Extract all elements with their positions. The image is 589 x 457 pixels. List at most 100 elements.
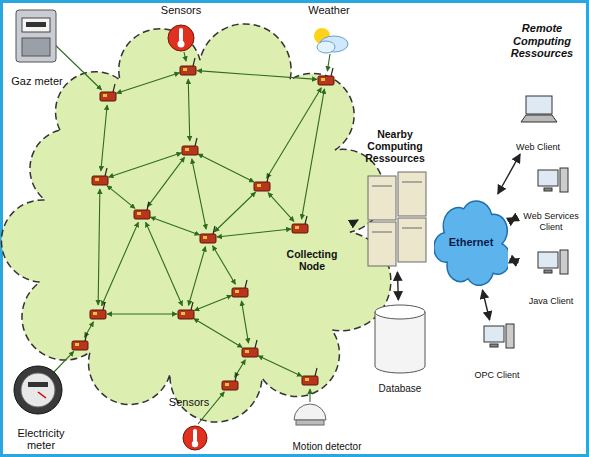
mote-chip (245, 350, 249, 353)
network-cloud: Ethernet (434, 196, 508, 288)
network-region (1, 24, 390, 422)
mote-chip (103, 94, 107, 97)
mote (134, 210, 150, 219)
sensor-node: Sensors (150, 4, 212, 56)
motion-detector-icon (294, 404, 326, 425)
node-label: Sensors (161, 4, 201, 17)
weather-icon (314, 28, 348, 53)
laptop-icon (521, 96, 557, 122)
mote-antenna (191, 302, 193, 310)
mote-chip (75, 343, 79, 346)
mote-chip (235, 290, 239, 293)
mesh-link (189, 247, 206, 306)
mesh-link (98, 189, 100, 305)
mote (200, 234, 216, 243)
mesh-link (54, 351, 74, 372)
node-label: Electricity meter (8, 427, 74, 452)
mesh-link (213, 246, 236, 285)
weather-node: Weather (296, 4, 362, 60)
sensor-icon (183, 426, 207, 450)
connector (510, 259, 518, 263)
mote-antenna (213, 226, 215, 234)
mote-antenna (85, 333, 87, 341)
section-heading: Remote Computing Ressources (500, 22, 584, 60)
node-label: Motion detector (293, 441, 362, 453)
mesh-link (241, 301, 248, 343)
mesh-link (150, 217, 199, 235)
mote-antenna (267, 174, 269, 182)
mesh-link (146, 222, 183, 306)
client-node: OPC Client (466, 322, 528, 380)
mote-chip (295, 226, 299, 229)
mote-chip (93, 312, 97, 315)
mesh-links (50, 40, 334, 424)
mote-chip (305, 378, 309, 381)
mote-antenna (105, 168, 107, 176)
node-label: Web Services Client (518, 211, 584, 232)
mote-antenna (113, 84, 115, 92)
client-node: Web Client (505, 92, 571, 152)
mesh-link (117, 73, 180, 93)
mote-chip (183, 68, 187, 71)
mesh-link (309, 389, 310, 402)
connector (352, 220, 358, 223)
mote-chip (321, 78, 325, 81)
client-node: Java Client (520, 248, 582, 306)
mote (222, 381, 238, 390)
mesh-link (194, 319, 243, 348)
mote-chip (95, 178, 99, 181)
mote-antenna (147, 202, 149, 210)
mesh-link (192, 159, 206, 229)
mesh-link (85, 322, 94, 337)
mote (178, 310, 194, 319)
mesh-link (302, 89, 325, 219)
node-label: Java Client (529, 296, 574, 306)
mote-antenna (331, 68, 333, 76)
mesh-link (102, 222, 139, 306)
mesh-link (188, 79, 190, 141)
node-label: Collecting Node (274, 248, 350, 272)
server-node: Nearby Computing Ressources (360, 128, 430, 270)
mote-chip (257, 184, 261, 187)
mesh-link (214, 192, 255, 232)
node-label: Database (379, 383, 422, 395)
gas-meter-node: Gaz meter (8, 6, 66, 88)
mote (92, 176, 108, 185)
node-label: Nearby Computing Ressources (360, 128, 430, 164)
connector (397, 272, 399, 300)
electricity-meter-node: Electricity meter (8, 362, 74, 452)
mote (254, 182, 270, 191)
mote-antenna (255, 340, 257, 348)
gas-meter-icon (16, 10, 56, 62)
node-label: OPC Client (474, 370, 519, 380)
mote-antenna (193, 58, 195, 66)
mote (302, 376, 318, 385)
mote (72, 341, 88, 350)
mesh-link (109, 153, 182, 177)
client-node: Web Services Client (518, 166, 584, 232)
mesh-link (217, 229, 291, 237)
node-label: Sensors (169, 396, 209, 409)
database-node: Database (368, 302, 432, 394)
mesh-link (268, 193, 294, 222)
sensor-node: Sensors (160, 396, 218, 454)
collecting-node: Collecting Node (274, 220, 350, 272)
connector (482, 290, 489, 320)
mote (182, 146, 198, 155)
mesh-link (267, 88, 322, 179)
mote-chip (203, 236, 207, 239)
mote-chip (185, 148, 189, 151)
mote-chip (225, 383, 229, 386)
motion-detector-node: Motion detector (282, 392, 372, 452)
server-icon (368, 172, 426, 266)
mote (180, 66, 196, 75)
mote-antenna (235, 373, 237, 381)
connector (498, 154, 520, 194)
node-label: Web Client (516, 142, 560, 152)
mote-antenna (315, 368, 317, 376)
mote (242, 348, 258, 357)
mote-chip (181, 312, 185, 315)
mesh-link (184, 52, 186, 61)
node-label: Ethernet (449, 236, 494, 249)
node-label: Gaz meter (11, 75, 62, 88)
